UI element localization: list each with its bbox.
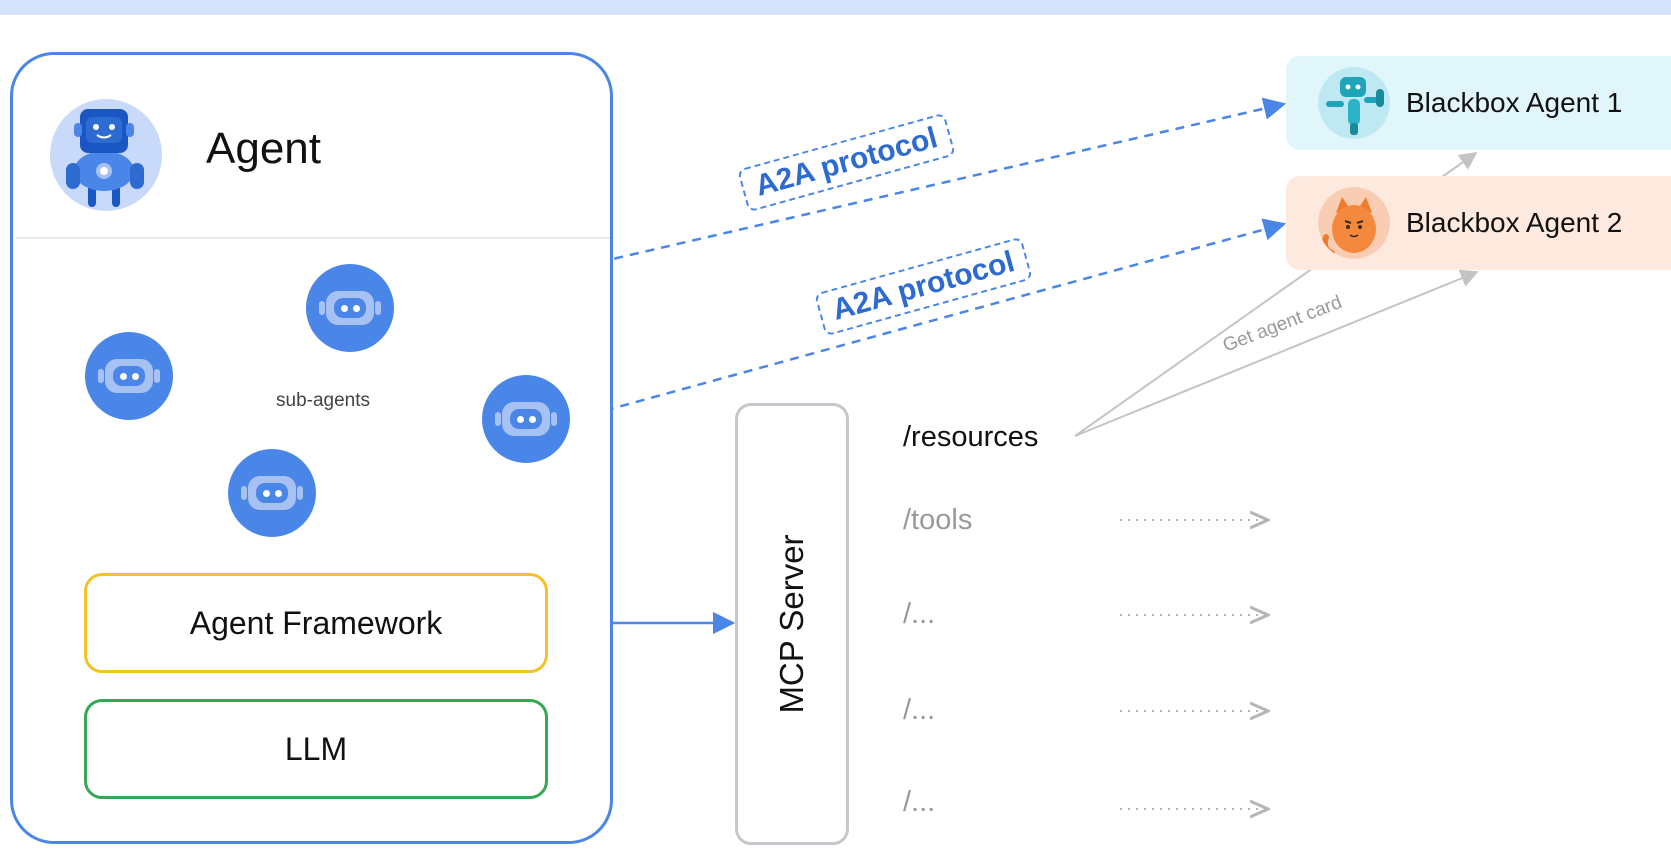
llm-box: LLM: [84, 699, 548, 799]
agent-title: Agent: [206, 124, 321, 173]
orange-cat-icon: [1318, 187, 1390, 259]
agent-framework-box: Agent Framework: [84, 573, 548, 673]
mcp-server-label: MCP Server: [773, 534, 810, 714]
route-other: /...: [903, 598, 936, 630]
sub-agent-icon: [85, 332, 173, 420]
route-other: /...: [903, 786, 936, 818]
sub-agent-icon: [306, 264, 394, 352]
blackbox-agent-2-card: Blackbox Agent 2: [1286, 176, 1671, 270]
blackbox-agent-1-card: Blackbox Agent 1: [1286, 56, 1671, 150]
blackbox-agent-2-label: Blackbox Agent 2: [1406, 207, 1623, 238]
sub-agent-icon: [228, 449, 316, 537]
agent-divider: [16, 237, 610, 239]
sub-agents-label: sub-agents: [276, 390, 371, 411]
sub-agent-icon: [482, 375, 570, 463]
route-resources: /resources: [903, 421, 1039, 453]
robot-icon: [50, 99, 162, 211]
teal-robot-icon: [1318, 67, 1390, 139]
mcp-server-box: [735, 403, 849, 845]
route-other: /...: [903, 694, 936, 726]
route-arrows: [1120, 520, 1268, 809]
top-banner: [0, 0, 1671, 15]
blackbox-agent-1-label: Blackbox Agent 1: [1406, 87, 1623, 118]
route-tools: /tools: [903, 504, 973, 536]
